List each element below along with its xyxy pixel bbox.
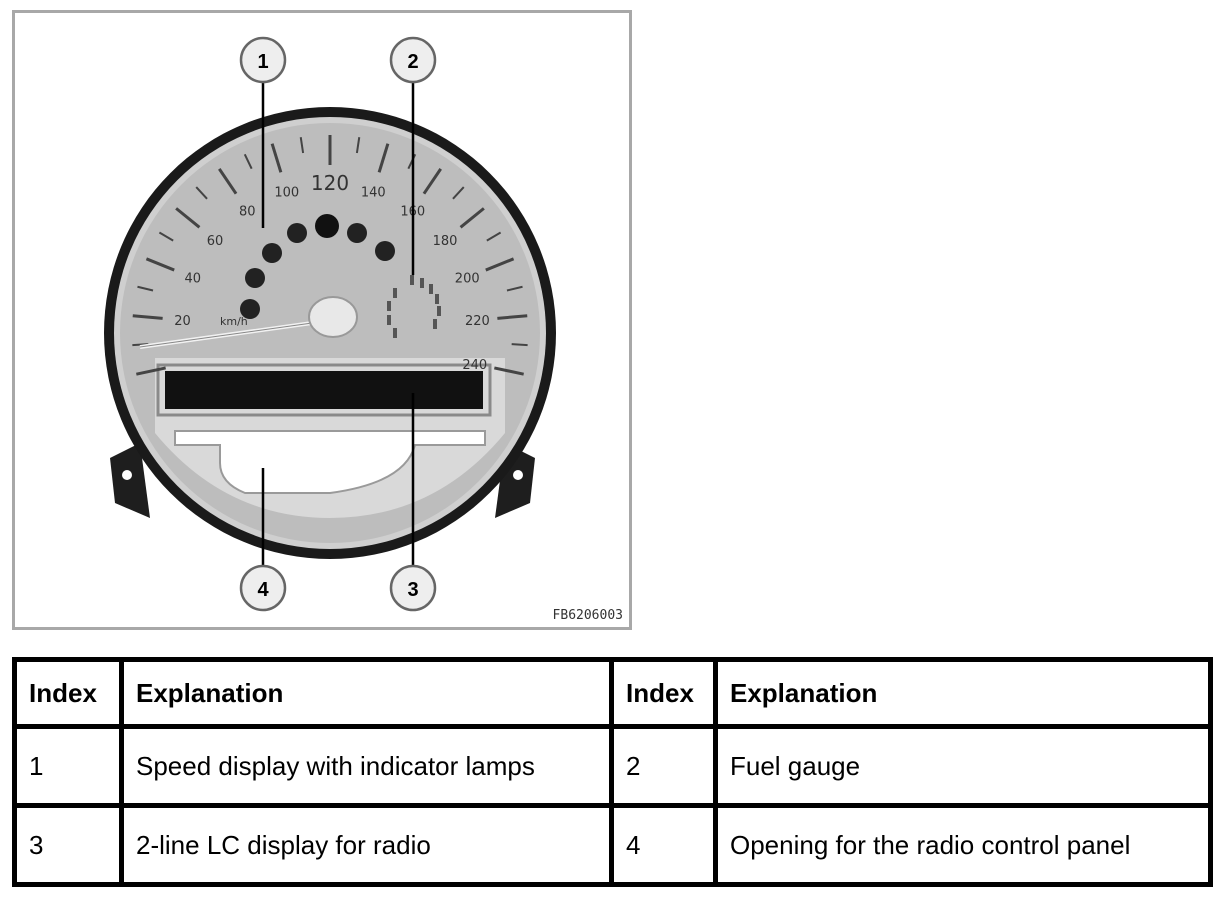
table-header-row: Index Explanation Index Explanation (12, 657, 1213, 729)
header-index: Index (12, 657, 124, 729)
speed-label: 60 (207, 234, 224, 249)
speed-labels: 20406080100120140160180200220240 (174, 171, 490, 373)
cell-explanation: Fuel gauge (713, 724, 1213, 808)
table-row: 1 Speed display with indicator lamps 2 F… (12, 724, 1213, 808)
speed-label: 100 (274, 185, 299, 200)
speedometer-diagram: 20406080100120140160180200220240 (104, 36, 556, 612)
table-row: 3 2-line LC display for radio 4 Opening … (12, 803, 1213, 887)
speed-label: 220 (465, 314, 490, 329)
speed-label: 180 (433, 234, 458, 249)
speed-tick (145, 257, 175, 272)
speed-label: 200 (455, 272, 480, 287)
header-explanation: Explanation (119, 657, 614, 729)
speed-tick (243, 153, 253, 170)
cell-explanation: 2-line LC display for radio (119, 803, 614, 887)
svg-text:2: 2 (407, 51, 418, 73)
speed-tick (497, 314, 528, 320)
header-index: Index (609, 657, 718, 729)
speed-tick (494, 366, 524, 376)
indicator-lamps (240, 214, 395, 319)
needle-hub (308, 296, 358, 338)
speed-tick (299, 137, 305, 154)
svg-text:1: 1 (257, 51, 268, 73)
speed-tick (158, 231, 174, 242)
legend-table: Index Explanation Index Explanation 1 Sp… (12, 657, 1213, 887)
speed-tick (511, 343, 528, 347)
speed-tick (136, 366, 166, 376)
speed-label: 120 (311, 171, 349, 195)
cell-explanation: Speed display with indicator lamps (119, 724, 614, 808)
speed-tick (175, 207, 201, 229)
speed-label: 140 (361, 185, 386, 200)
callout-2: 2 (389, 36, 437, 84)
speed-label: 20 (174, 314, 191, 329)
speed-tick (270, 143, 283, 173)
figure-code: FB6206003 (552, 608, 623, 623)
callout-4: 4 (239, 564, 287, 612)
svg-text:3: 3 (407, 579, 418, 601)
unit-label: km/h (220, 315, 248, 328)
speed-tick (218, 168, 238, 195)
speed-tick (459, 207, 485, 229)
mounting-lug-left (110, 443, 150, 518)
cell-index: 2 (609, 724, 718, 808)
lc-display (165, 371, 483, 409)
speed-tick (355, 137, 361, 154)
speed-tick (377, 143, 390, 173)
instrument-figure: 20406080100120140160180200220240 (12, 10, 632, 630)
speed-tick (422, 168, 442, 195)
speed-label: 80 (239, 204, 256, 219)
speed-tick (485, 257, 515, 272)
fuel-gauge-segments (387, 275, 441, 338)
callout-1: 1 (239, 36, 287, 84)
speed-tick (137, 285, 154, 292)
speed-tick (486, 231, 502, 242)
speed-tick (132, 314, 163, 320)
speed-label: 40 (185, 272, 202, 287)
cell-index: 1 (12, 724, 124, 808)
cell-index: 4 (609, 803, 718, 887)
callout-3: 3 (389, 564, 437, 612)
cell-index: 3 (12, 803, 124, 887)
cell-explanation: Opening for the radio control panel (713, 803, 1213, 887)
svg-text:4: 4 (257, 579, 269, 601)
speed-tick (195, 186, 208, 200)
speed-tick (452, 186, 465, 200)
header-explanation: Explanation (713, 657, 1213, 729)
speed-label: 240 (462, 358, 487, 373)
speed-tick (506, 285, 523, 292)
